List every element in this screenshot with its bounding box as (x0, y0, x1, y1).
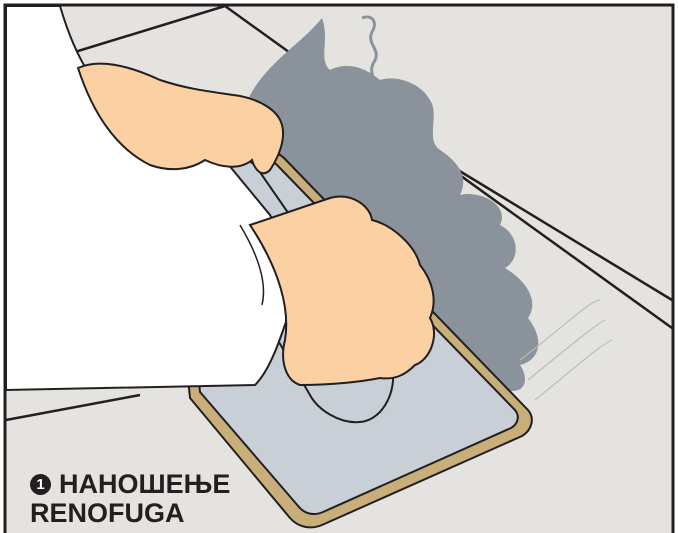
caption-line-1: НАНОШЕЊЕ (59, 470, 230, 499)
step-number-badge: 1 (30, 474, 51, 495)
caption-line-2: RENOFUGA (30, 499, 230, 528)
step-caption: 1 НАНОШЕЊЕ RENOFUGA (30, 470, 230, 528)
